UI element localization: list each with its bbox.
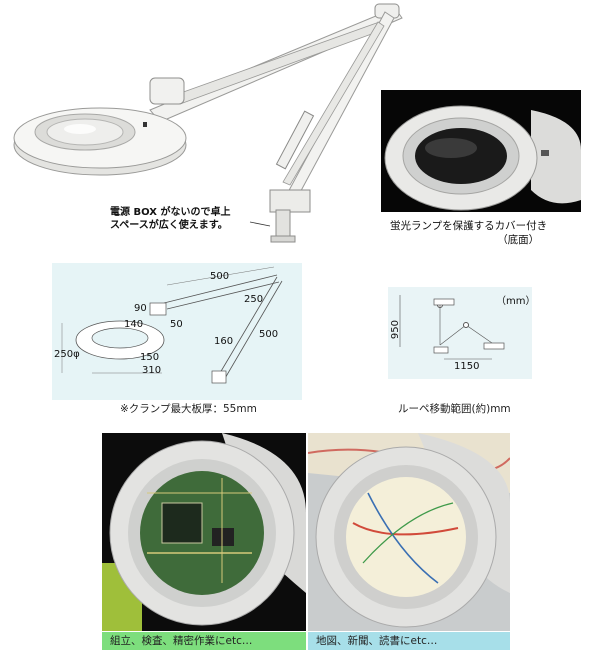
dim-arm-width: 250 (244, 294, 264, 305)
dim-head-50: 50 (170, 319, 183, 330)
cover-photo (381, 90, 581, 212)
callout-line-1: 電源 BOX がないので卓上 (110, 207, 231, 218)
hero-callout: 電源 BOX がないので卓上 スペースが広く使えます。 (110, 206, 230, 232)
dimension-drawing: 500 250 90 140 50 500 160 250φ 150 310 (52, 263, 302, 400)
usage-caption-right: 地図、新聞、読書にetc… (308, 632, 510, 650)
callout-line-2: スペースが広く使えます。 (110, 220, 228, 231)
range-caption: ルーペ移動範囲(約)mm (398, 403, 511, 415)
dim-base-310: 310 (142, 365, 162, 376)
range-unit: （mm） (496, 296, 536, 307)
lamp-hero-image (0, 0, 420, 250)
dim-lens-diameter: 250φ (54, 349, 80, 360)
dim-arm-length: 500 (210, 271, 230, 282)
usage-photo-circuit (102, 433, 306, 631)
usage-caption-left: 組立、検査、精密作業にetc… (102, 632, 306, 650)
dim-head-90: 90 (134, 303, 147, 314)
dim-head-140: 140 (124, 319, 144, 330)
dim-clamp-160: 160 (214, 336, 234, 347)
cover-photo-caption: 蛍光ランプを保護するカバー付き （底面） (390, 219, 547, 247)
cover-caption-line-2: （底面） (497, 234, 540, 246)
cover-caption-line-1: 蛍光ランプを保護するカバー付き (390, 220, 548, 232)
movement-range-diagram: （mm） 950 1150 (388, 287, 536, 379)
dimension-caption: ※クランプ最大板厚：55mm (120, 403, 257, 415)
range-width-value: 1150 (454, 361, 480, 372)
usage-photo-map (308, 433, 510, 631)
dim-lower-arm: 500 (259, 329, 279, 340)
dim-lens-150: 150 (140, 352, 160, 363)
range-height-value: 950 (390, 320, 401, 340)
